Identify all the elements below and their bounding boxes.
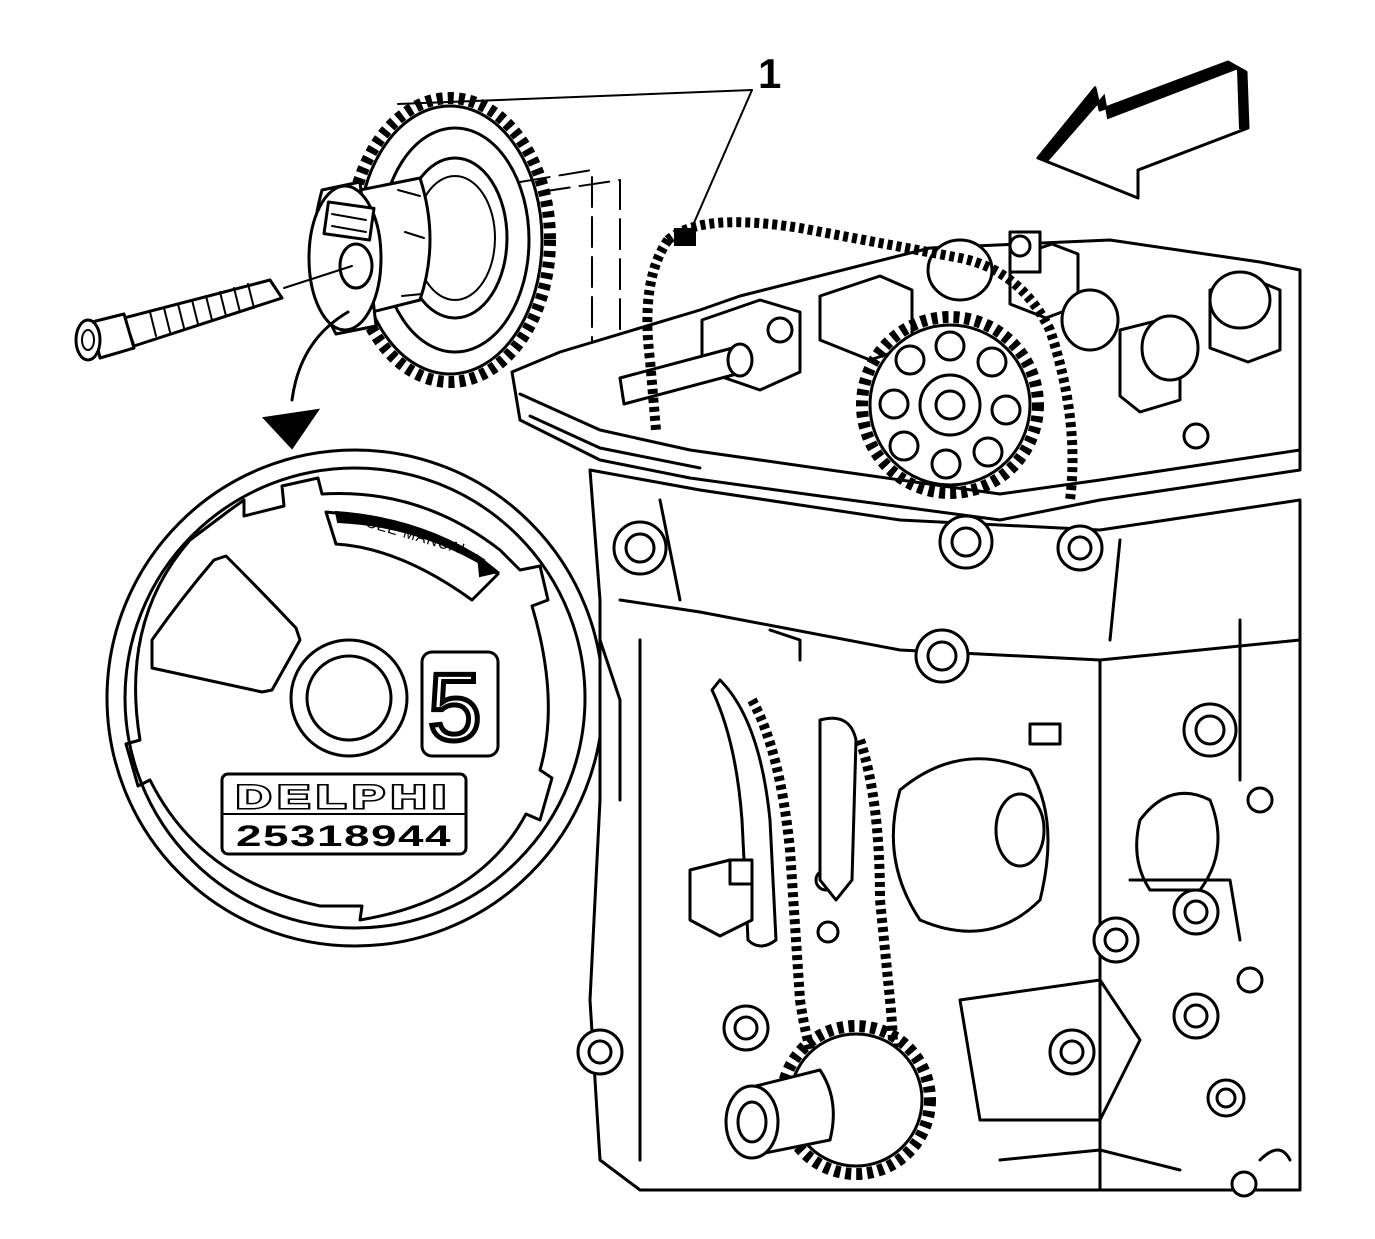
brand-label: DELPHI (236, 779, 452, 815)
part-number: 25318944 (236, 820, 452, 853)
leader-line-sprocket (397, 89, 753, 105)
callout-label: 1 (758, 50, 781, 97)
leader-line-chain (689, 89, 753, 233)
engine-block (510, 217, 1302, 1198)
view-direction-arrow (1036, 60, 1250, 200)
cam-phaser-assembly (307, 92, 621, 405)
detail-pointer-arrow (261, 310, 350, 450)
phaser-bolt (74, 265, 353, 362)
callout-1: 1 (397, 50, 781, 246)
phaser-digit: 5 (428, 654, 481, 761)
phaser-face-detail: SEE MANUAL 5 DELPHI 25318944 (105, 448, 605, 948)
